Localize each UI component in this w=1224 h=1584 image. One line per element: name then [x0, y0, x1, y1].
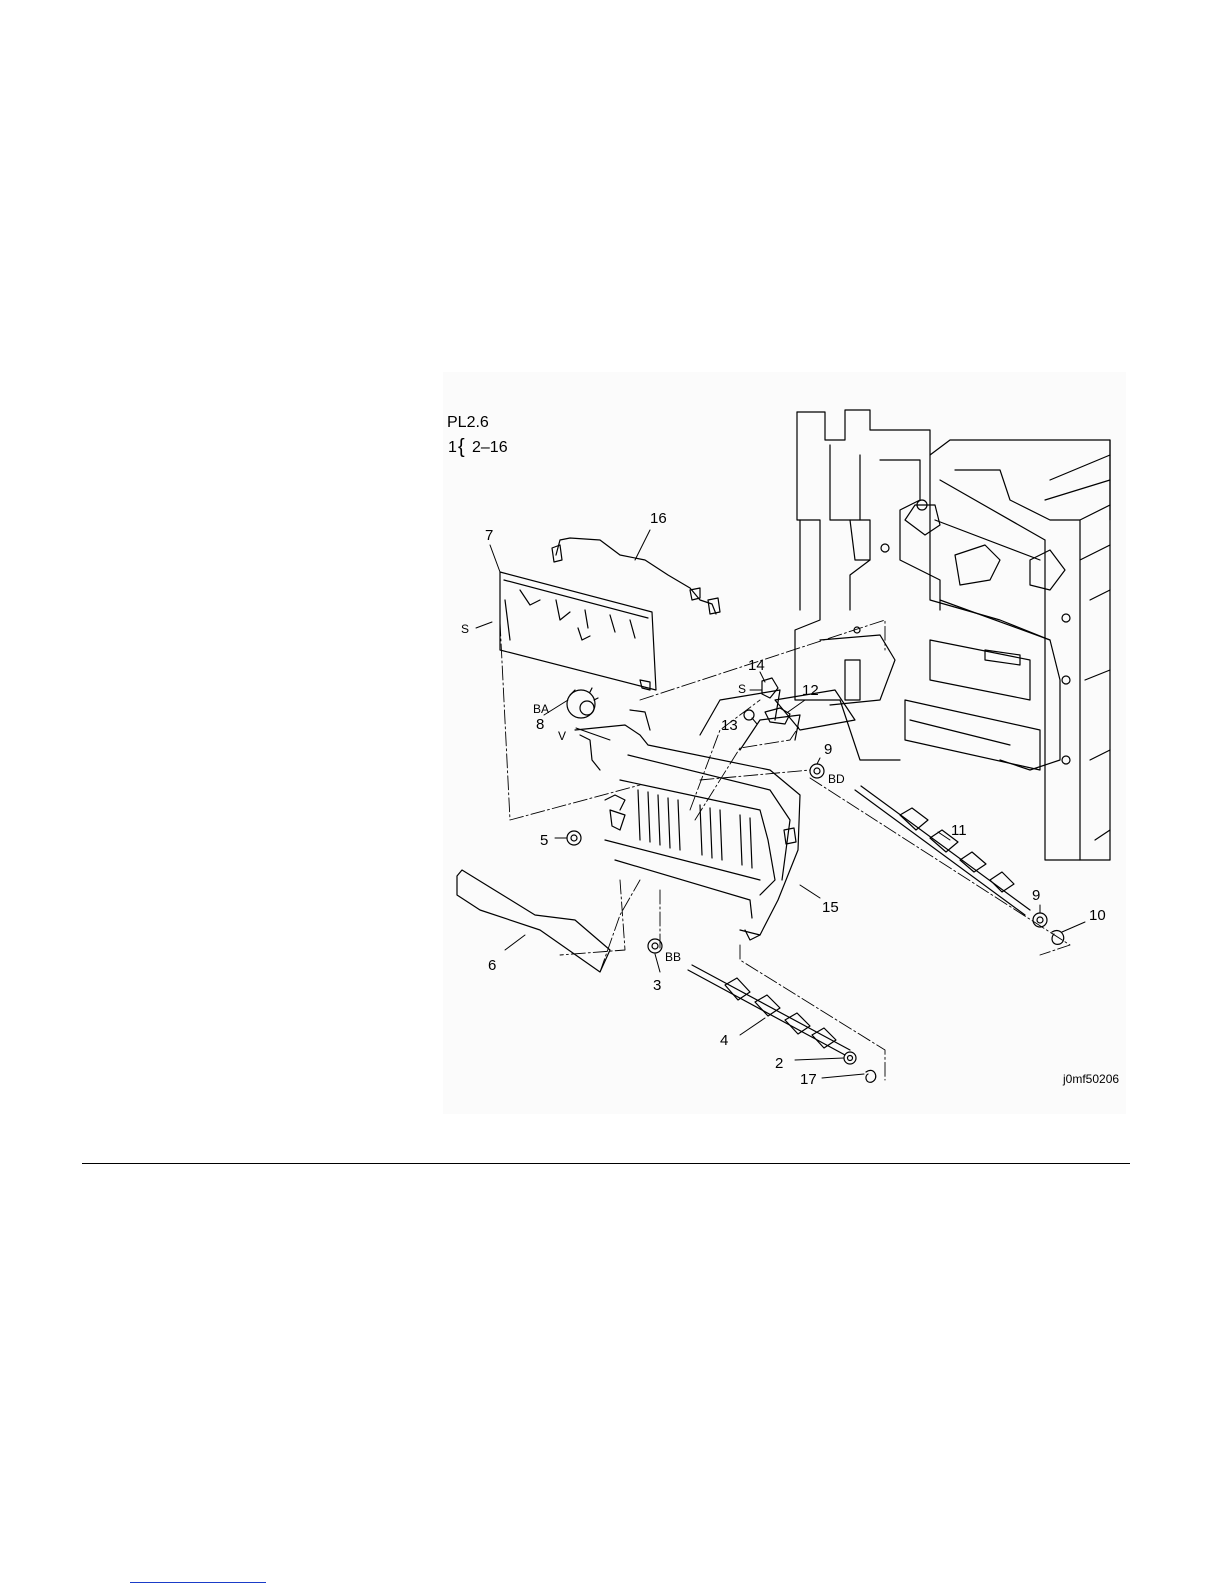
callout-11: 11: [951, 822, 967, 839]
bearing-part-9-lower: [1033, 913, 1047, 927]
footer-link-underline[interactable]: [130, 1582, 266, 1583]
cover-plate-part-6: [457, 870, 610, 972]
callout-10: 10: [1089, 907, 1106, 924]
callout-15: 15: [822, 899, 839, 916]
bearing-part-5: [567, 831, 581, 845]
callout-6: 6: [488, 957, 496, 974]
callout-2: 2: [775, 1055, 783, 1072]
image-code: j0mf50206: [1062, 1072, 1119, 1086]
harness-part-16: [556, 538, 716, 614]
page-divider: [82, 1163, 1130, 1164]
callout-8: 8: [536, 716, 544, 733]
callout-17: 17: [800, 1071, 817, 1088]
callout-s-right: S: [738, 682, 746, 696]
callout-3: 3: [653, 977, 661, 994]
callout-16: 16: [650, 510, 667, 527]
callout-13: 13: [721, 717, 738, 734]
callout-4: 4: [720, 1032, 728, 1049]
callout-12: 12: [802, 682, 819, 699]
printer-frame: [775, 410, 1110, 860]
callout-v: V: [558, 729, 566, 743]
roll-shaft-part-11: [855, 786, 1030, 915]
callout-9-lower: 9: [1032, 887, 1040, 904]
clip-part-17: [866, 1070, 876, 1082]
callout-bd: BD: [828, 772, 845, 786]
callout-ba: BA: [533, 702, 549, 716]
callout-7: 7: [485, 527, 493, 544]
assembly-range: 2–16: [472, 439, 508, 456]
callout-5: 5: [540, 832, 548, 849]
callout-bb: BB: [665, 950, 681, 964]
actuator-part-12: [765, 708, 790, 724]
bearing-part-2: [844, 1052, 856, 1064]
callout-labels: 16 7 S BA 8 V 14 S 12 13 9 BD 11 5 15 9 …: [461, 510, 1106, 1088]
chute-assembly-part-15: [575, 690, 800, 940]
callout-14: 14: [748, 657, 765, 674]
brace-glyph: {: [458, 436, 465, 458]
callout-9-upper: 9: [824, 741, 832, 758]
plate-label: PL2.6: [447, 414, 489, 431]
guide-plate-part-7: [500, 572, 656, 690]
exploded-view-drawing: PL2.6 1 { 2–16 16 7 S BA 8 V 14 S 12 13 …: [443, 372, 1126, 1114]
bearing-part-9-upper: [810, 764, 824, 778]
parts-diagram-figure: PL2.6 1 { 2–16 16 7 S BA 8 V 14 S 12 13 …: [443, 372, 1126, 1114]
callout-s-left: S: [461, 622, 469, 636]
assembly-item-number: 1: [448, 439, 457, 456]
gear-part-8: [567, 688, 598, 718]
